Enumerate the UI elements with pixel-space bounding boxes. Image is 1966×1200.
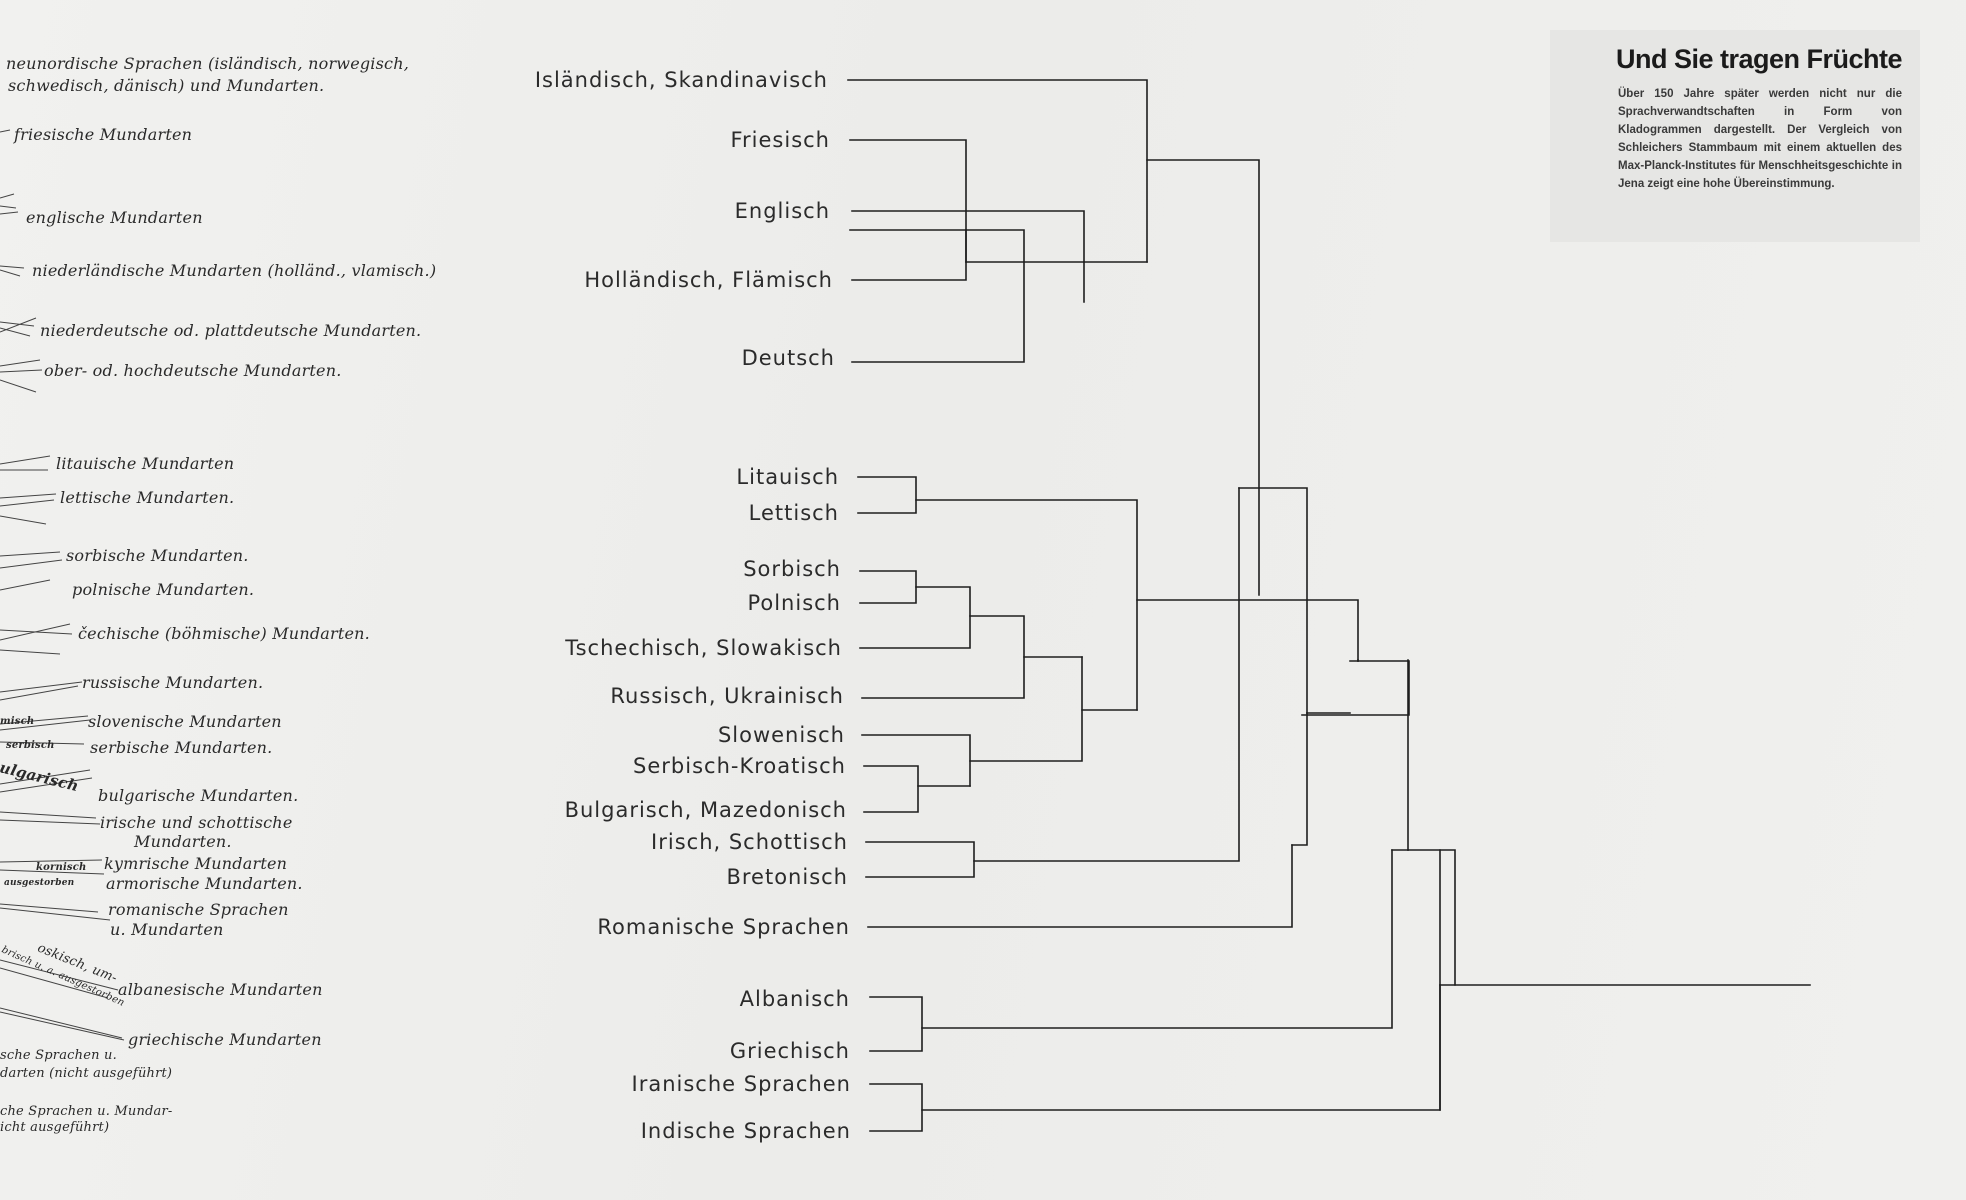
lang-bulgarisch: Bulgarisch, Mazedonisch: [564, 798, 847, 822]
lang-litauisch: Litauisch: [736, 465, 839, 489]
lang-russisch: Russisch, Ukrainisch: [610, 684, 844, 708]
old-label-griechisch: griechische Mundarten: [128, 1030, 322, 1049]
old-label-irisch-1: irische und schottische: [100, 813, 293, 832]
lang-serbisch-kroatisch: Serbisch-Kroatisch: [633, 754, 846, 778]
old-label-iranisch-2: darten (nicht ausgeführt): [0, 1066, 173, 1081]
old-label-friesisch: friesische Mundarten: [14, 125, 193, 144]
old-fragment-serbisch: serbisch: [6, 740, 55, 751]
old-label-sorbisch: sorbische Mundarten.: [66, 546, 249, 565]
lang-irisch: Irisch, Schottisch: [651, 830, 848, 854]
old-label-irisch-2: Mundarten.: [134, 832, 232, 851]
old-label-litauisch: litauische Mundarten: [56, 454, 235, 473]
old-label-englisch: englische Mundarten: [26, 208, 203, 227]
old-label-niederlaendisch: niederländische Mundarten (holländ., vla…: [32, 261, 437, 280]
lang-bretonisch: Bretonisch: [726, 865, 848, 889]
old-label-romanisch-1: romanische Sprachen: [108, 900, 289, 919]
old-label-russisch: russische Mundarten.: [82, 673, 264, 692]
old-label-kymrisch: kymrische Mundarten: [104, 854, 288, 873]
lang-sorbisch: Sorbisch: [743, 557, 841, 581]
info-text: Über 150 Jahre später werden nicht nur d…: [1618, 88, 1902, 190]
info-title: Und Sie tragen Früchte: [1615, 44, 1903, 74]
old-label-bulgarisch: bulgarische Mundarten.: [98, 786, 299, 805]
old-label-albanesisch: albanesische Mundarten: [118, 980, 323, 999]
old-label-indisch-2: icht ausgeführt): [0, 1120, 110, 1135]
lang-englisch: Englisch: [734, 199, 830, 223]
lang-lettisch: Lettisch: [748, 501, 839, 525]
old-label-neunordisch-2: schwedisch, dänisch) und Mundarten.: [8, 76, 325, 95]
lang-albanisch: Albanisch: [739, 987, 850, 1011]
old-label-armorisch: armorische Mundarten.: [106, 874, 303, 893]
lang-hollaendisch: Holländisch, Flämisch: [584, 268, 833, 292]
old-label-neunordisch-1: neunordische Sprachen (isländisch, norwe…: [6, 54, 409, 73]
old-label-polnisch: polnische Mundarten.: [72, 580, 255, 599]
old-label-serbisch: serbische Mundarten.: [90, 738, 273, 757]
old-label-iranisch-1: sche Sprachen u.: [0, 1048, 117, 1063]
old-fragment-ausgestorben: ausgestorben: [4, 878, 75, 888]
schleicher-branch-strokes: [0, 129, 125, 1041]
old-label-hochdeutsch: ober- od. hochdeutsche Mundarten.: [44, 361, 342, 380]
old-label-cechisch: čechische (böhmische) Mundarten.: [78, 624, 370, 643]
lang-islaendisch: Isländisch, Skandinavisch: [534, 68, 828, 92]
lang-slowenisch: Slowenisch: [717, 723, 845, 747]
lang-deutsch: Deutsch: [741, 346, 835, 370]
lang-griechisch: Griechisch: [729, 1039, 850, 1063]
lang-polnisch: Polnisch: [747, 591, 841, 615]
old-label-slovenisch: slovenische Mundarten: [88, 712, 282, 731]
lang-tschechisch: Tschechisch, Slowakisch: [565, 636, 842, 660]
old-fragment-misch: misch: [0, 716, 35, 727]
lang-romanisch: Romanische Sprachen: [597, 915, 850, 939]
old-label-romanisch-2: u. Mundarten: [110, 920, 224, 939]
lang-indisch: Indische Sprachen: [640, 1119, 851, 1143]
info-panel: Und Sie tragen Früchte Über 150 Jahre sp…: [1550, 30, 1920, 242]
schleicher-tree-fragment: neunordische Sprachen (isländisch, norwe…: [0, 0, 436, 1200]
old-fragment-kornisch: kornisch: [36, 862, 87, 873]
lang-iranisch: Iranische Sprachen: [631, 1072, 851, 1096]
old-label-niederdeutsch: niederdeutsche od. plattdeutsche Mundart…: [40, 321, 422, 340]
lang-friesisch: Friesisch: [730, 128, 830, 152]
old-label-indisch-1: che Sprachen u. Mundar-: [0, 1104, 173, 1119]
old-label-lettisch: lettische Mundarten.: [60, 488, 235, 507]
